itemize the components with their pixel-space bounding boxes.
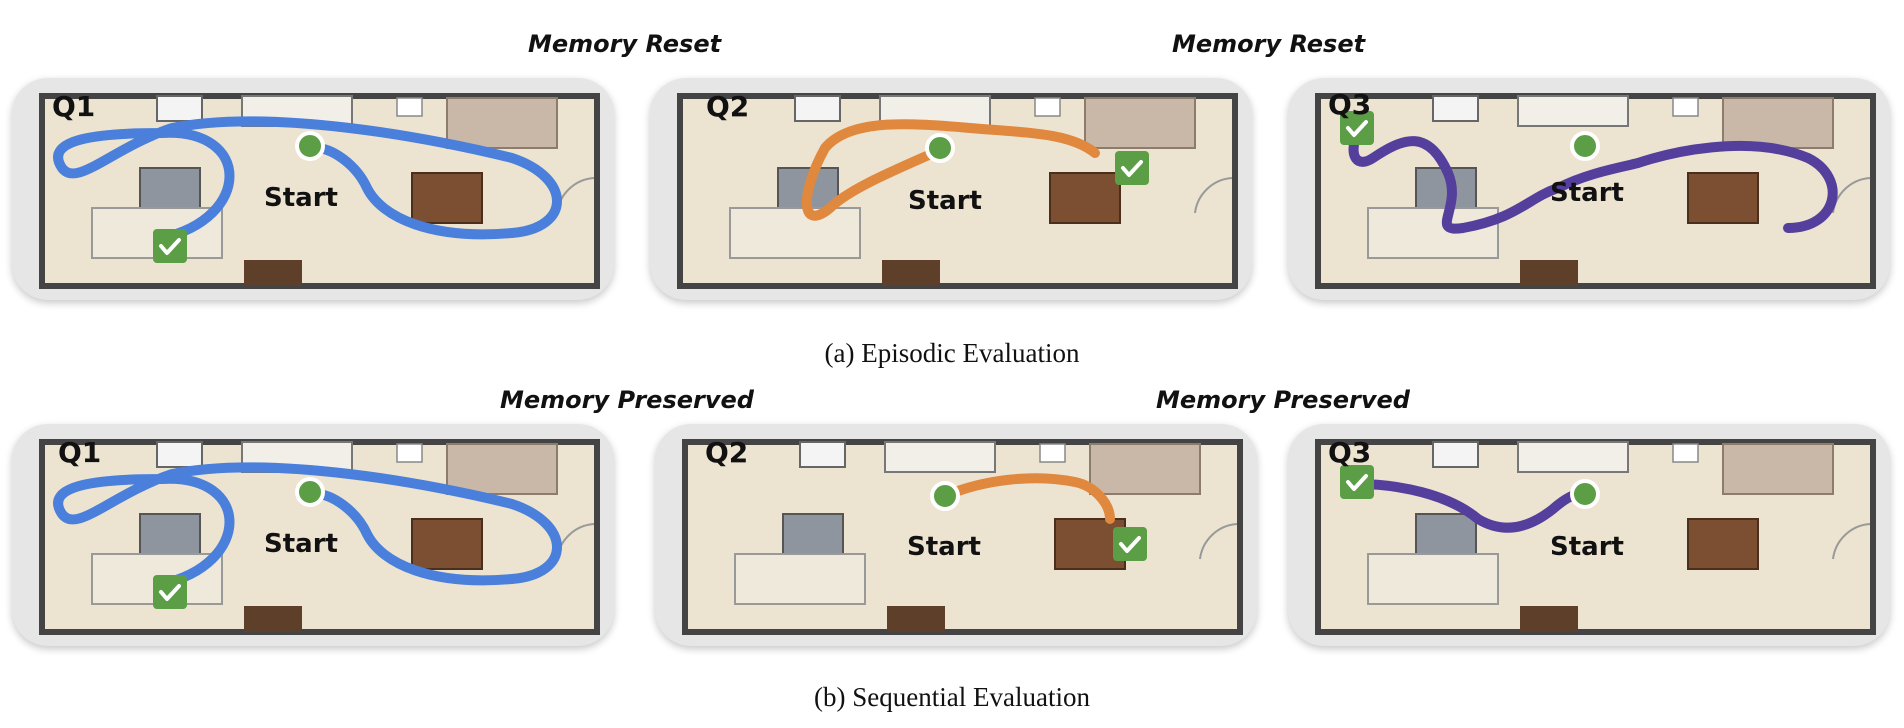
sink-unit xyxy=(1432,95,1479,122)
bookshelf xyxy=(1084,97,1196,149)
door-arc xyxy=(1832,523,1871,560)
bookshelf xyxy=(1722,443,1834,495)
trajectory-path xyxy=(53,462,562,589)
cabinet xyxy=(1517,441,1629,473)
query-label: Q3 xyxy=(1328,88,1372,121)
query-label: Q1 xyxy=(52,90,96,123)
cabinet xyxy=(884,441,996,473)
chair xyxy=(1520,606,1578,632)
floorplan-svg xyxy=(682,439,1243,635)
sofa xyxy=(411,518,483,570)
caption-sequential: (b) Sequential Evaluation xyxy=(814,682,1090,712)
check-icon xyxy=(1340,465,1374,499)
sofa xyxy=(1049,172,1121,224)
table xyxy=(729,207,861,259)
start-marker xyxy=(1570,131,1600,161)
memory-preserved-label-1: Memory Preserved xyxy=(500,386,754,414)
toilet xyxy=(1672,97,1699,117)
chair xyxy=(244,606,302,632)
query-label: Q3 xyxy=(1328,436,1372,469)
memory-reset-label-2: Memory Reset xyxy=(1172,30,1366,58)
toilet xyxy=(1672,443,1699,463)
door-arc xyxy=(1199,523,1238,560)
check-icon xyxy=(153,575,187,609)
floorplan-svg xyxy=(39,93,600,289)
start-label: Start xyxy=(264,183,338,213)
sink-unit xyxy=(794,95,841,122)
desk-monitor xyxy=(782,513,844,557)
sofa xyxy=(1687,518,1759,570)
sofa xyxy=(411,172,483,224)
chair xyxy=(882,260,940,286)
caption-episodic: (a) Episodic Evaluation xyxy=(824,338,1080,368)
trajectory-path xyxy=(53,116,562,243)
cabinet xyxy=(1517,95,1629,127)
floorplan-svg xyxy=(39,439,600,635)
sink-unit xyxy=(1432,441,1479,468)
table xyxy=(734,553,866,605)
trajectory-path xyxy=(1348,128,1838,234)
start-marker xyxy=(295,131,325,161)
start-label: Start xyxy=(1550,532,1624,562)
check-icon xyxy=(1115,151,1149,185)
chair xyxy=(1520,260,1578,286)
door-arc xyxy=(1194,177,1233,214)
start-marker xyxy=(930,481,960,511)
toilet xyxy=(1039,443,1066,463)
start-label: Start xyxy=(907,532,981,562)
start-marker xyxy=(1570,479,1600,509)
desk-monitor xyxy=(1415,513,1477,557)
toilet xyxy=(396,97,423,117)
bookshelf xyxy=(1722,97,1834,149)
chair xyxy=(887,606,945,632)
check-icon xyxy=(1340,111,1374,145)
query-label: Q1 xyxy=(58,436,102,469)
start-label: Start xyxy=(264,529,338,559)
memory-preserved-label-2: Memory Preserved xyxy=(1156,386,1410,414)
start-label: Start xyxy=(1550,178,1624,208)
start-marker xyxy=(925,133,955,163)
sink-unit xyxy=(156,441,203,468)
desk-monitor xyxy=(139,167,201,211)
sofa xyxy=(1687,172,1759,224)
check-icon xyxy=(1113,527,1147,561)
toilet xyxy=(1034,97,1061,117)
query-label: Q2 xyxy=(705,436,749,469)
floorplan-svg xyxy=(1315,93,1876,289)
trajectory-path xyxy=(1352,479,1590,533)
bookshelf xyxy=(446,97,558,149)
desk-monitor xyxy=(139,513,201,557)
floorplan-svg xyxy=(677,93,1238,289)
trajectory-path xyxy=(801,119,1100,221)
memory-reset-label-1: Memory Reset xyxy=(528,30,722,58)
table xyxy=(1367,207,1499,259)
sink-unit xyxy=(799,441,846,468)
trajectory-path xyxy=(940,473,1115,524)
query-label: Q2 xyxy=(706,90,750,123)
toilet xyxy=(396,443,423,463)
sink-unit xyxy=(156,95,203,122)
bookshelf xyxy=(446,443,558,495)
start-marker xyxy=(295,477,325,507)
bookshelf xyxy=(1089,443,1201,495)
table xyxy=(1367,553,1499,605)
floorplan-svg xyxy=(1315,439,1876,635)
start-label: Start xyxy=(908,186,982,216)
check-icon xyxy=(153,229,187,263)
chair xyxy=(244,260,302,286)
